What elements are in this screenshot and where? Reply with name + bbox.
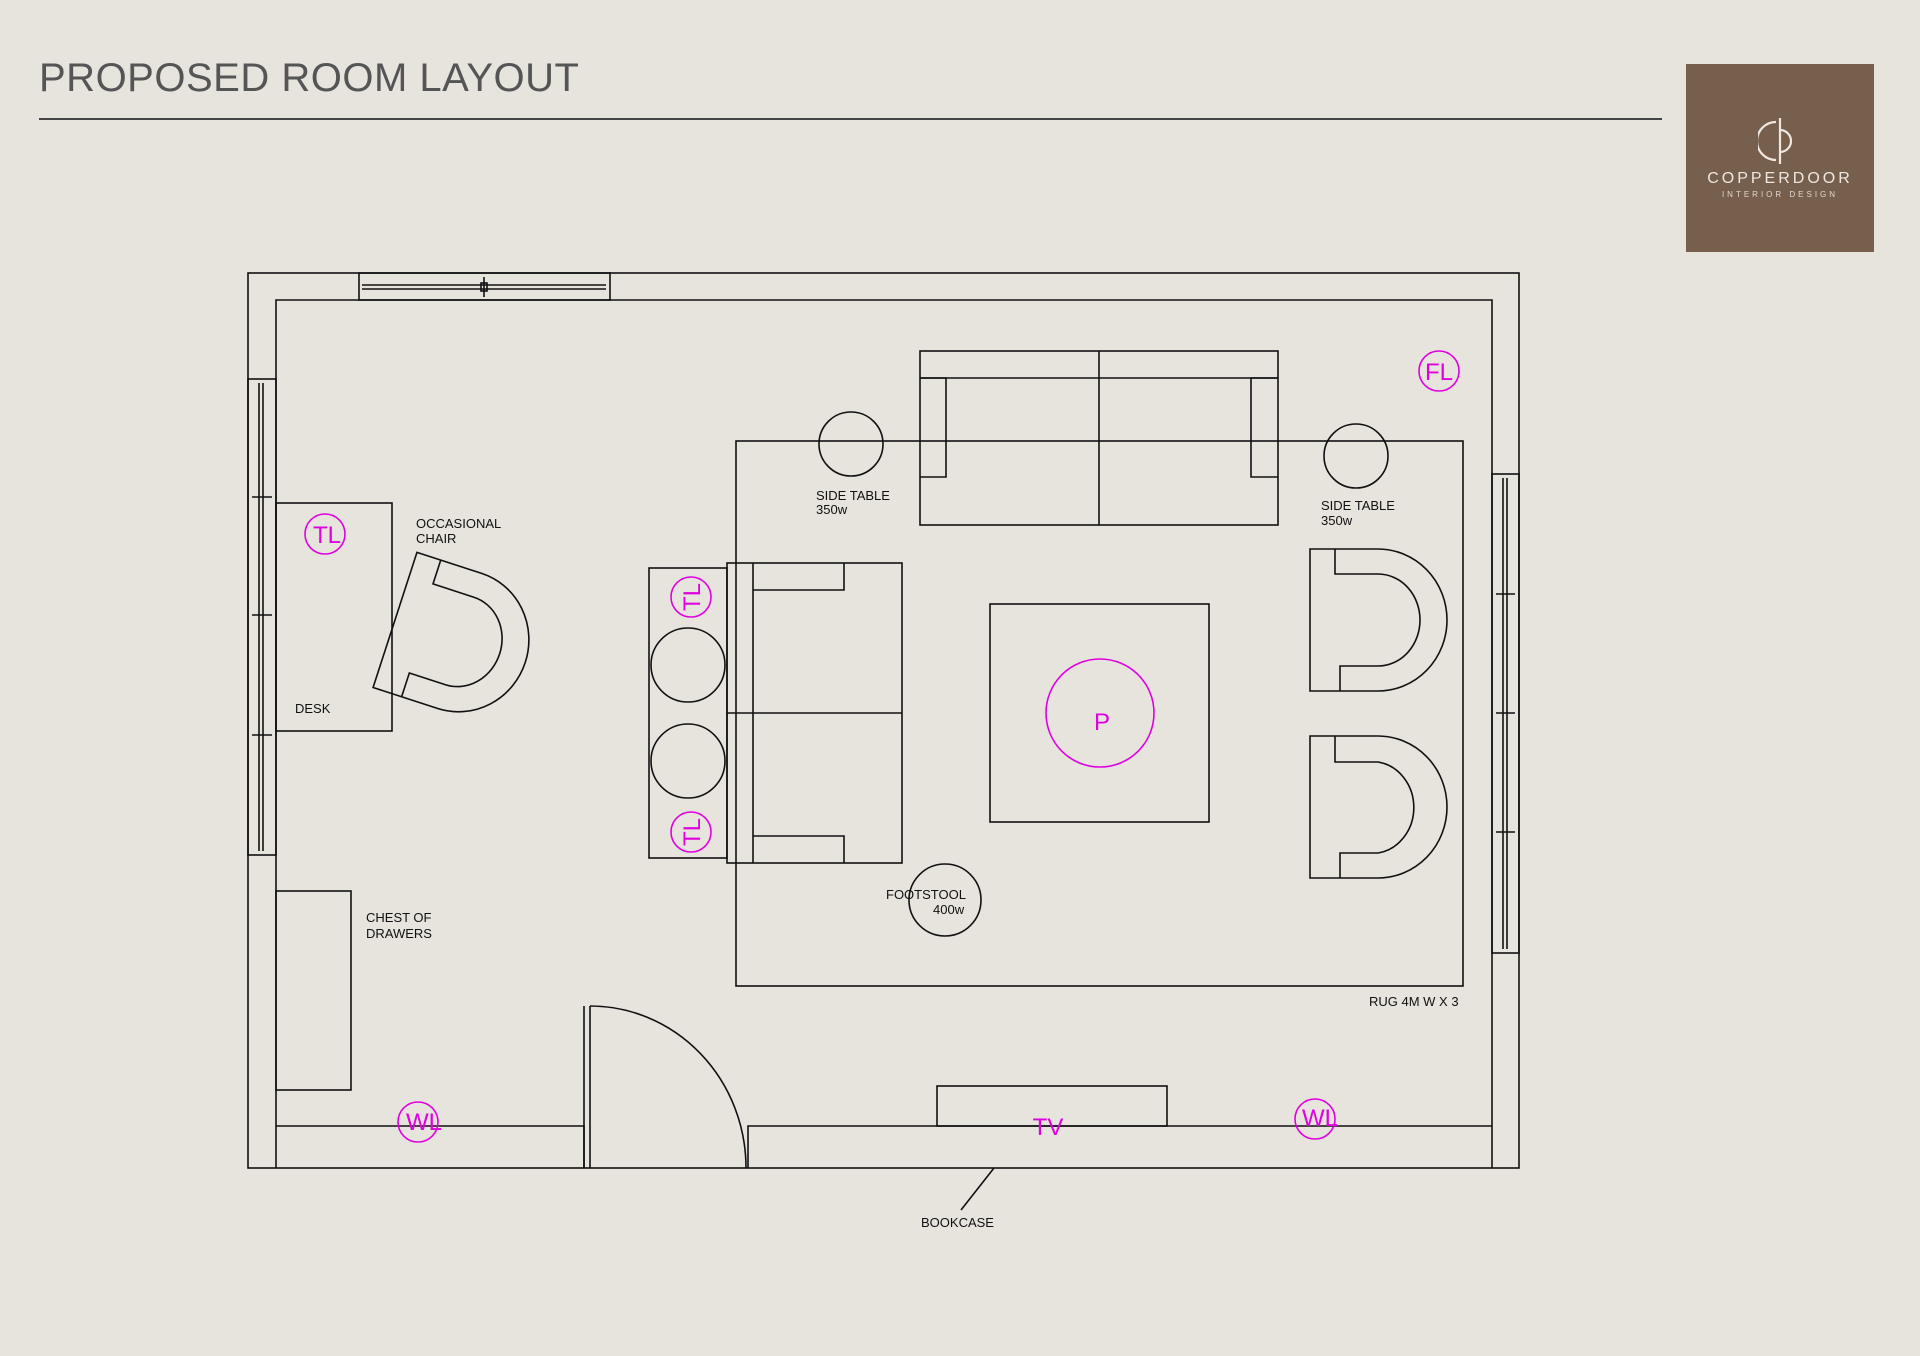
sofa-left	[726, 562, 903, 864]
page-title: PROPOSED ROOM LAYOUT	[39, 56, 580, 100]
bookcase-label: BOOKCASE	[921, 1215, 994, 1230]
table-lamp-marker-1	[670, 576, 712, 618]
chest-label-1: CHEST OF	[366, 910, 432, 925]
armchair-right-upper	[1309, 548, 1448, 692]
rug-label: RUG 4M W X 3	[1369, 994, 1459, 1009]
room-walls	[247, 272, 1520, 1169]
side-table-right-label: SIDE TABLE	[1321, 498, 1395, 513]
floor-lamp-label: FL	[1425, 359, 1453, 386]
side-table-right-size: 350w	[1321, 513, 1353, 528]
logo-name: COPPERDOOR	[1707, 170, 1853, 187]
table-lamp-label-1: TL	[679, 583, 706, 611]
wall-light-label-left: WL	[406, 1109, 442, 1136]
footstool	[908, 863, 982, 937]
wall-light-marker-left	[397, 1101, 439, 1143]
chest-label-2: DRAWERS	[366, 926, 432, 941]
right-window	[1491, 473, 1520, 954]
footstool-label: FOOTSTOOL	[886, 887, 966, 902]
chest-of-drawers	[275, 890, 352, 1091]
title-divider	[39, 118, 1662, 120]
armchair-right-lower	[1309, 735, 1448, 879]
table-lamp-marker-2	[670, 811, 712, 853]
wall-light-marker-right	[1294, 1098, 1336, 1140]
side-table-right	[1323, 423, 1389, 489]
console-table	[648, 567, 728, 859]
occasional-chair-label-1: OCCASIONAL	[416, 516, 501, 531]
bookcase-leader	[960, 1167, 995, 1211]
footstool-size: 400w	[933, 902, 965, 917]
side-table-left-size: 350w	[816, 502, 848, 517]
side-table-left	[818, 411, 884, 477]
desk-label: DESK	[295, 701, 331, 716]
side-table-left-label: SIDE TABLE	[816, 488, 890, 503]
sofa-top	[919, 350, 1279, 526]
top-window	[358, 272, 611, 301]
logo-subtitle: INTERIOR DESIGN	[1721, 190, 1839, 199]
coffee-table	[989, 603, 1210, 823]
desk-lamp-marker	[304, 513, 346, 555]
desk	[275, 502, 393, 732]
table-lamp-label-2: TL	[679, 818, 706, 846]
tv-label: TV	[1033, 1114, 1064, 1141]
brand-logo: COPPERDOOR INTERIOR DESIGN	[1686, 64, 1874, 252]
occasional-chair-label-2: CHAIR	[416, 531, 456, 546]
bookcase	[936, 1085, 1168, 1127]
left-window	[247, 378, 277, 856]
logo-mark-icon	[1758, 118, 1793, 164]
pouf-label: P	[1094, 709, 1110, 736]
occasional-chair	[372, 551, 530, 713]
pouf-marker	[1045, 658, 1155, 768]
door-swing	[583, 1005, 747, 1169]
desk-lamp-label: TL	[313, 522, 341, 549]
floor-lamp-marker	[1418, 350, 1460, 392]
wall-light-label-right: WL	[1302, 1105, 1338, 1132]
